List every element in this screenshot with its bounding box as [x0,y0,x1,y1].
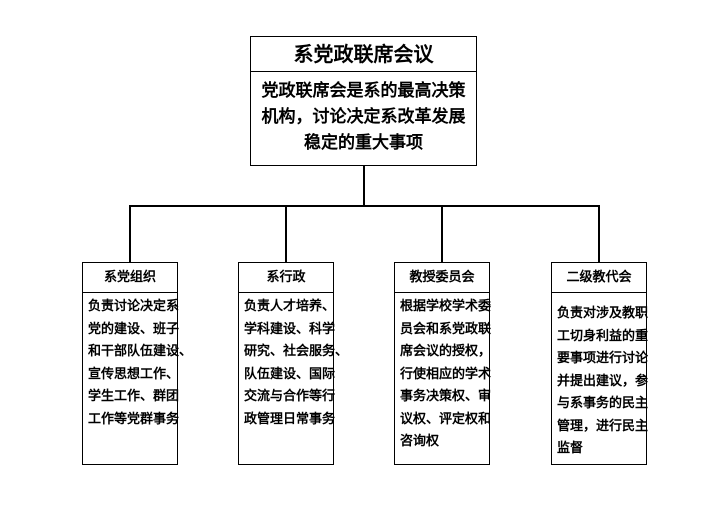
node-administration: 系行政 负责人才培养、 学科建设、科学 研究、社会服务、 队伍建设、国际 交流与… [238,262,349,465]
description-line: 咨询权 [400,434,440,449]
node-title: 教授委员会 [395,263,489,293]
description-line: 党政联席会是系的最高决策 [261,81,466,101]
description-line: 政管理日常事务 [244,411,336,427]
node-description: 根据学校学术委 员会和系党政联 席会议的授权， 行使相应的学术 事务决策权、审 … [395,293,492,454]
description-line: 管理，进行民主 [557,418,649,434]
description-line: 党的建设、班子 [88,321,180,337]
node-title: 二级教代会 [552,263,646,293]
node-staff-congress: 二级教代会 负责对涉及教职 工切身利益的重 要事项进行讨论 并提出建议，参 与系… [551,262,649,465]
description-line: 员会和系党政联 [400,321,492,337]
description-line: 研究、社会服务、 [244,344,349,359]
node-description: 负责讨论决定系 党的建设、班子 和干部队伍建设、 宣传思想工作、 学生工作、群团… [83,293,193,431]
connector-trunk [363,165,365,206]
description-line: 工切身利益的重 [557,328,649,344]
connector-branch [129,205,131,262]
description-line: 行使相应的学术 [400,366,492,382]
description-line: 交流与合作等行 [244,389,336,404]
description-line: 并提出建议，参 [557,373,649,389]
description-line: 队伍建设、国际 [244,366,336,382]
connector-branch [598,205,600,262]
node-description: 负责对涉及教职 工切身利益的重 要事项进行讨论 并提出建议，参 与系事务的民主 … [552,293,649,461]
node-professor-committee: 教授委员会 根据学校学术委 员会和系党政联 席会议的授权， 行使相应的学术 事务… [394,262,492,465]
description-line: 和干部队伍建设、 [88,344,193,359]
description-line: 学生工作、群团 [88,389,180,404]
top-node-joint-meeting: 系党政联席会议 党政联席会是系的最高决策 机构，讨论决定系改革发展 稳定的重大事… [250,36,477,166]
description-line: 负责讨论决定系 [88,299,180,314]
connector-bus [129,205,599,207]
description-line: 工作等党群事务 [88,411,180,427]
node-title: 系党政联席会议 [251,37,476,72]
description-line: 负责人才培养、 [244,299,336,314]
description-line: 与系事务的民主 [557,396,649,411]
description-line: 根据学校学术委 [400,299,492,314]
description-line: 稳定的重大事项 [304,133,423,153]
node-title: 系行政 [239,263,333,293]
description-line: 席会议的授权， [400,344,492,359]
description-line: 监督 [557,441,584,456]
description-line: 议权、评定权和 [400,411,492,427]
description-line: 事务决策权、审 [400,389,492,404]
node-description: 党政联席会是系的最高决策 机构，讨论决定系改革发展 稳定的重大事项 [251,72,476,156]
description-line: 宣传思想工作、 [88,366,180,382]
node-party-organization: 系党组织 负责讨论决定系 党的建设、班子 和干部队伍建设、 宣传思想工作、 学生… [82,262,193,465]
connector-branch [441,205,443,262]
description-line: 学科建设、科学 [244,321,336,337]
description-line: 要事项进行讨论 [557,351,649,366]
description-line: 负责对涉及教职 [557,306,649,321]
node-description: 负责人才培养、 学科建设、科学 研究、社会服务、 队伍建设、国际 交流与合作等行… [239,293,349,431]
connector-branch [285,205,287,262]
node-title: 系党组织 [83,263,177,293]
description-line: 机构，讨论决定系改革发展 [261,107,466,127]
